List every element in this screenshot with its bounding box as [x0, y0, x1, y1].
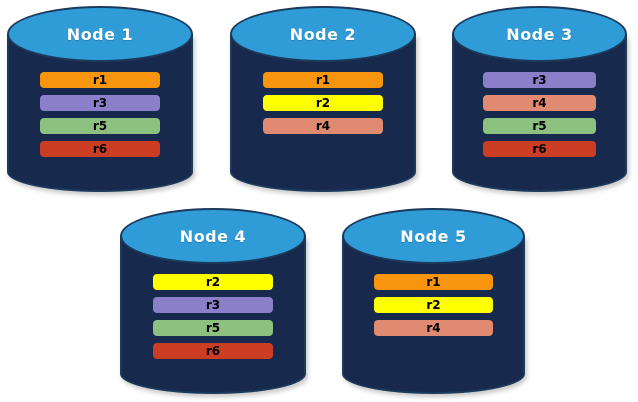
node-label: Node 5 [400, 226, 467, 246]
replica-stack: r1 r2 r4 [263, 72, 383, 134]
database-node-2[interactable]: Node 2 r1 r2 r4 [230, 6, 416, 192]
cylinder-top-icon: Node 3 [452, 6, 627, 62]
database-node-1[interactable]: Node 1 r1 r3 r5 r6 [7, 6, 193, 192]
cylinder-top-icon: Node 1 [7, 6, 193, 62]
replica-bar-r4[interactable]: r4 [374, 320, 493, 336]
replica-bar-r2[interactable]: r2 [153, 274, 273, 290]
replica-bar-r6[interactable]: r6 [153, 343, 273, 359]
replica-bar-r4[interactable]: r4 [483, 95, 596, 111]
replica-stack: r3 r4 r5 r6 [483, 72, 596, 157]
replica-bar-r3[interactable]: r3 [153, 297, 273, 313]
database-node-3[interactable]: Node 3 r3 r4 r5 r6 [452, 6, 627, 192]
replica-bar-r5[interactable]: r5 [40, 118, 160, 134]
node-label: Node 3 [506, 24, 573, 44]
cylinder-top-icon: Node 5 [342, 208, 525, 264]
node-label: Node 1 [66, 24, 134, 44]
cylinder-body-icon [120, 236, 306, 394]
replica-bar-r4[interactable]: r4 [263, 118, 383, 134]
cylinder-top-icon: Node 2 [230, 6, 416, 62]
cylinder-body-icon [342, 236, 525, 394]
replica-stack: r1 r2 r4 [374, 274, 493, 336]
replica-bar-r5[interactable]: r5 [153, 320, 273, 336]
replica-stack: r1 r3 r5 r6 [40, 72, 160, 157]
replica-stack: r2 r3 r5 r6 [153, 274, 273, 359]
database-node-4[interactable]: Node 4 r2 r3 r5 r6 [120, 208, 306, 394]
replica-bar-r1[interactable]: r1 [374, 274, 493, 290]
replica-bar-r2[interactable]: r2 [374, 297, 493, 313]
replica-bar-r3[interactable]: r3 [40, 95, 160, 111]
replica-bar-r5[interactable]: r5 [483, 118, 596, 134]
replica-bar-r1[interactable]: r1 [40, 72, 160, 88]
node-label: Node 4 [179, 226, 247, 246]
replica-bar-r6[interactable]: r6 [483, 141, 596, 157]
replica-bar-r3[interactable]: r3 [483, 72, 596, 88]
replica-bar-r1[interactable]: r1 [263, 72, 383, 88]
cylinder-top-icon: Node 4 [120, 208, 306, 264]
replica-bar-r6[interactable]: r6 [40, 141, 160, 157]
node-label: Node 2 [289, 24, 357, 44]
replica-bar-r2[interactable]: r2 [263, 95, 383, 111]
database-node-5[interactable]: Node 5 r1 r2 r4 [342, 208, 525, 394]
